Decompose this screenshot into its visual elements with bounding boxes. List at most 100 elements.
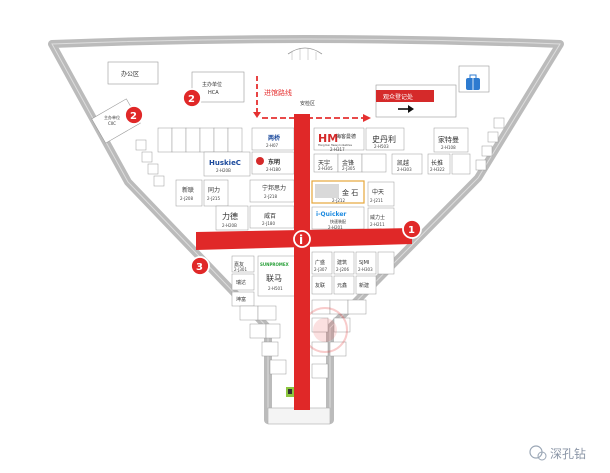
booth-changtu-code: 2-H322 [430, 167, 445, 172]
booth-grid-lower-right [311, 251, 395, 295]
route-label: 进馆路线 [264, 88, 292, 97]
marker-3[interactable]: 3 [190, 256, 210, 276]
booth-sunpromex: SUNPROMEX [260, 262, 289, 267]
booth-dongming-brand: 东明 [268, 158, 280, 166]
booth-huskie-brand: HuskieC [209, 159, 241, 167]
marker-2-top[interactable]: 2 [182, 88, 202, 108]
booth-jiayou-name: 嘉友 [234, 261, 244, 268]
booth-grid-upper-right [313, 153, 387, 173]
registration-label: 观众登记处 [383, 93, 413, 101]
booth-hm[interactable] [313, 127, 365, 151]
marker-3-label: 3 [196, 262, 203, 273]
booth-hm-brand: HM [318, 132, 338, 145]
organizer-office-left-label: 主办单位 [104, 114, 120, 120]
booth-jiate[interactable] [433, 127, 469, 153]
booth-jinshi-code: 2-J212 [332, 198, 345, 203]
booth-weibai-code: 2-J180 [262, 221, 275, 226]
booth-shiliping-code: 2-H503 [374, 144, 389, 149]
booth-grid-upper-left [157, 127, 243, 153]
booth-sky-code: 2-H305 [318, 166, 333, 171]
registration-banner[interactable] [376, 90, 434, 102]
booth-kaiyue-code: 2-H303 [397, 167, 412, 172]
booth-zhongtian-name: 中天 [372, 188, 384, 196]
booth-jinfeng-code: 2-J305 [342, 166, 355, 171]
booth-sky-brand: 天宇 [318, 159, 330, 167]
booth-ningbo-code: 2-J218 [264, 194, 277, 199]
booth-guangsheng-name: 广盛 [315, 259, 325, 266]
booth-jianzhu-name: 建筑 [337, 259, 347, 266]
booth-jinfeng-name: 金锋 [342, 159, 354, 167]
booth-tongli-name: 同力 [208, 186, 220, 194]
booth-jinshi-name: 金 石 [342, 188, 358, 197]
info-marker[interactable] [293, 230, 311, 248]
booth-liangqiao-brand: 两桥 [268, 134, 281, 142]
booth-dongming-code: 2-H180 [266, 167, 281, 172]
right-wall-booths [475, 117, 505, 171]
office-area[interactable] [107, 61, 159, 85]
security-label: 安检区 [300, 100, 315, 107]
booth-small-right[interactable] [451, 153, 471, 175]
booth-tongli[interactable] [203, 179, 229, 207]
marker-2-left[interactable]: 2 [124, 105, 144, 125]
booth-changtu[interactable] [427, 153, 451, 175]
booth-iquick-code: 2-H201 [328, 225, 343, 230]
booth-yuanxin-name: 元鑫 [337, 282, 347, 289]
booth-changtu-name: 长推 [431, 159, 443, 167]
booth-shiliping[interactable] [365, 127, 405, 151]
booth-zhongtian-code: 2-J211 [370, 198, 383, 203]
booth-ruida-name: 瑞达 [236, 279, 246, 286]
booth-guangsheng-code: 2-J307 [314, 267, 327, 272]
booth-huskie[interactable] [203, 151, 251, 177]
booth-liangqiao-code: 2-H07 [266, 143, 279, 148]
booth-youlian-name: 友联 [315, 282, 325, 289]
booth-xinjian-name: 新建 [359, 282, 369, 289]
booth-hm-sub: 海客曼德 [336, 133, 356, 140]
organizer-office-sub: HCA [208, 90, 219, 96]
booth-jiate-name: 家特曼 [438, 135, 459, 144]
info-icon: i [299, 233, 303, 247]
booth-kaiyue[interactable] [391, 153, 423, 175]
booth-lianma[interactable] [257, 255, 297, 297]
booth-hm-tagline: Hong Kun Heavy Industries [318, 143, 353, 147]
booth-shiliping-name: 史丹利 [372, 134, 396, 144]
left-wall-booths [135, 139, 165, 187]
booth-xinlian-name: 新联 [182, 186, 194, 194]
organizer-office-label: 主办单位 [202, 81, 222, 88]
booth-xinlian-code: 2-J208 [180, 196, 193, 201]
booth-weili-name: 威力士 [370, 214, 385, 221]
booth-xinlian[interactable] [175, 179, 203, 207]
booth-tongli-code: 2-J215 [207, 196, 220, 201]
booth-lianma-code: 2-H501 [268, 286, 283, 291]
booth-grid-lower-left [231, 255, 255, 307]
marker-2-top-label: 2 [188, 94, 195, 105]
booth-hm-code: 2-H317 [330, 147, 345, 152]
booth-sjmi-code: 2-H303 [358, 267, 373, 272]
marker-2-left-label: 2 [130, 111, 137, 122]
booth-weibai-name: 威百 [264, 212, 276, 220]
marker-1[interactable]: 1 [402, 219, 422, 239]
booth-sjmi-name: SJMI [359, 260, 369, 266]
booth-kunfu-name: 坤富 [236, 296, 246, 303]
office-area-label: 办公区 [121, 70, 139, 78]
booth-jiayou-code: 2-J301 [234, 267, 247, 272]
booth-ningbo-name: 宁邦思力 [262, 184, 286, 192]
watermark-text: 深孔钻 [550, 446, 586, 461]
booth-likang-name: 力德 [222, 211, 238, 221]
booth-lianma-name: 联马 [266, 274, 282, 283]
booth-likang-code: 2-H20B [222, 223, 237, 228]
booth-jiate-code: 2-H108 [441, 145, 456, 150]
marker-1-label: 1 [408, 225, 415, 236]
booth-zhongtian[interactable] [367, 181, 395, 207]
booth-iquick[interactable] [311, 206, 365, 230]
booth-huskie-code: 2-H20B [216, 168, 231, 173]
dongming-logo-icon [256, 157, 264, 165]
booth-likang[interactable] [215, 205, 249, 231]
main-aisle-vertical [294, 114, 310, 410]
booth-jianzhu-code: 2-J206 [336, 267, 349, 272]
bottom-entrance [267, 407, 331, 425]
booth-iquick-sub: 快速装配 [330, 218, 346, 224]
booth-iquick-brand: i-Quicker [316, 211, 346, 218]
booth-kaiyue-name: 凯越 [397, 159, 409, 167]
